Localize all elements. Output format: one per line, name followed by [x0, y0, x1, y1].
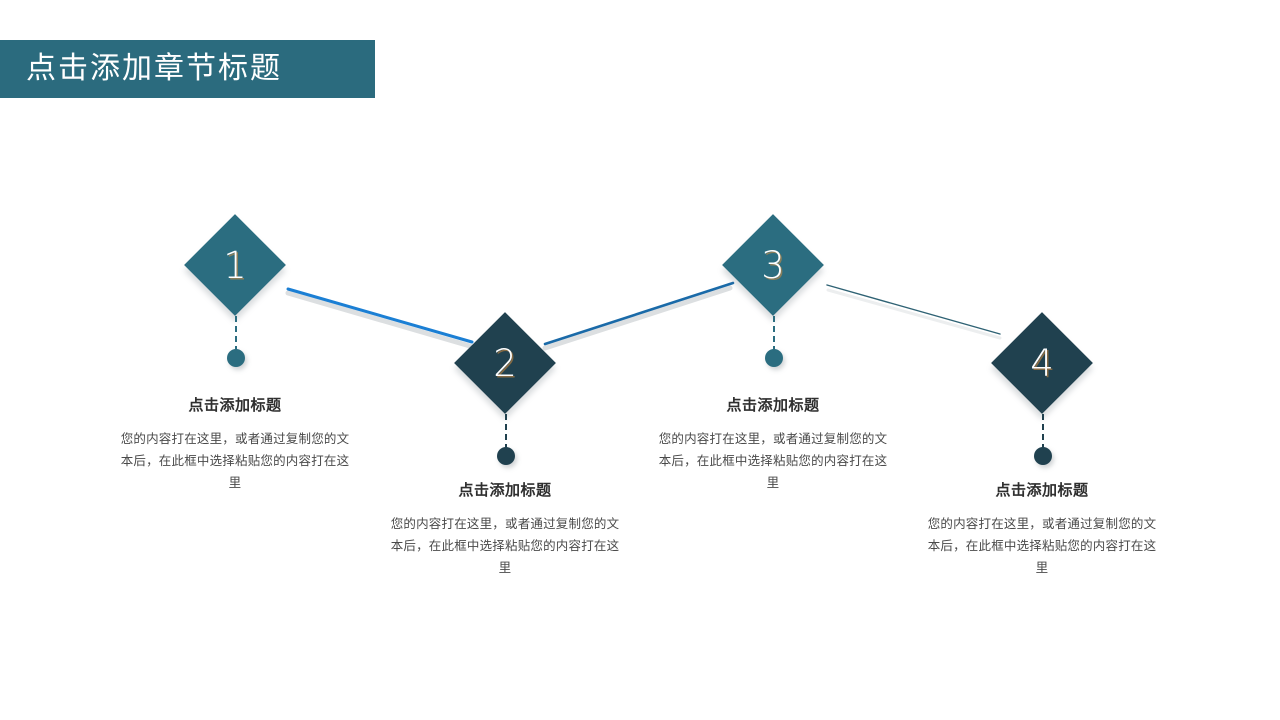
text-block-4-heading: 点击添加标题	[995, 481, 1089, 499]
connector-3-4	[826, 284, 1001, 335]
node-dot-2	[497, 447, 515, 465]
diamond-number-2: 2	[493, 342, 517, 385]
text-block-2: 点击添加标题 您的内容打在这里，或者通过复制您的文本后，在此框中选择粘贴您的内容…	[390, 481, 620, 579]
node-dot-4	[1034, 447, 1052, 465]
diamond-number-3: 3	[761, 244, 785, 287]
node-dot-1	[227, 349, 245, 367]
node-stem-3	[773, 316, 775, 352]
connector-2-3	[543, 281, 735, 346]
text-block-1: 点击添加标题 您的内容打在这里，或者通过复制您的文本后，在此框中选择粘贴您的内容…	[120, 396, 350, 494]
node-stem-4	[1042, 414, 1044, 450]
section-title-text: 点击添加章节标题	[26, 51, 282, 86]
text-block-2-body: 您的内容打在这里，或者通过复制您的文本后，在此框中选择粘贴您的内容打在这里	[390, 516, 620, 575]
connector-3-4-shadow	[826, 288, 1002, 340]
text-block-4-body: 您的内容打在这里，或者通过复制您的文本后，在此框中选择粘贴您的内容打在这里	[927, 516, 1157, 575]
connector-1-2-shadow	[285, 290, 473, 349]
text-block-4: 点击添加标题 您的内容打在这里，或者通过复制您的文本后，在此框中选择粘贴您的内容…	[927, 481, 1157, 579]
text-block-1-heading: 点击添加标题	[188, 396, 282, 414]
node-stem-1	[235, 316, 237, 352]
text-block-2-heading: 点击添加标题	[458, 481, 552, 499]
text-block-1-body: 您的内容打在这里，或者通过复制您的文本后，在此框中选择粘贴您的内容打在这里	[120, 431, 350, 490]
text-block-3-heading: 点击添加标题	[726, 396, 820, 414]
text-block-3: 点击添加标题 您的内容打在这里，或者通过复制您的文本后，在此框中选择粘贴您的内容…	[658, 396, 888, 494]
section-title-banner[interactable]: 点击添加章节标题	[0, 40, 375, 98]
node-stem-2	[505, 414, 507, 450]
text-block-3-body: 您的内容打在这里，或者通过复制您的文本后，在此框中选择粘贴您的内容打在这里	[658, 431, 888, 490]
node-dot-3	[765, 349, 783, 367]
connector-2-3-shadow	[542, 285, 733, 351]
connector-1-2	[286, 287, 474, 344]
diamond-number-4: 4	[1030, 342, 1054, 385]
diamond-number-1: 1	[223, 244, 247, 287]
